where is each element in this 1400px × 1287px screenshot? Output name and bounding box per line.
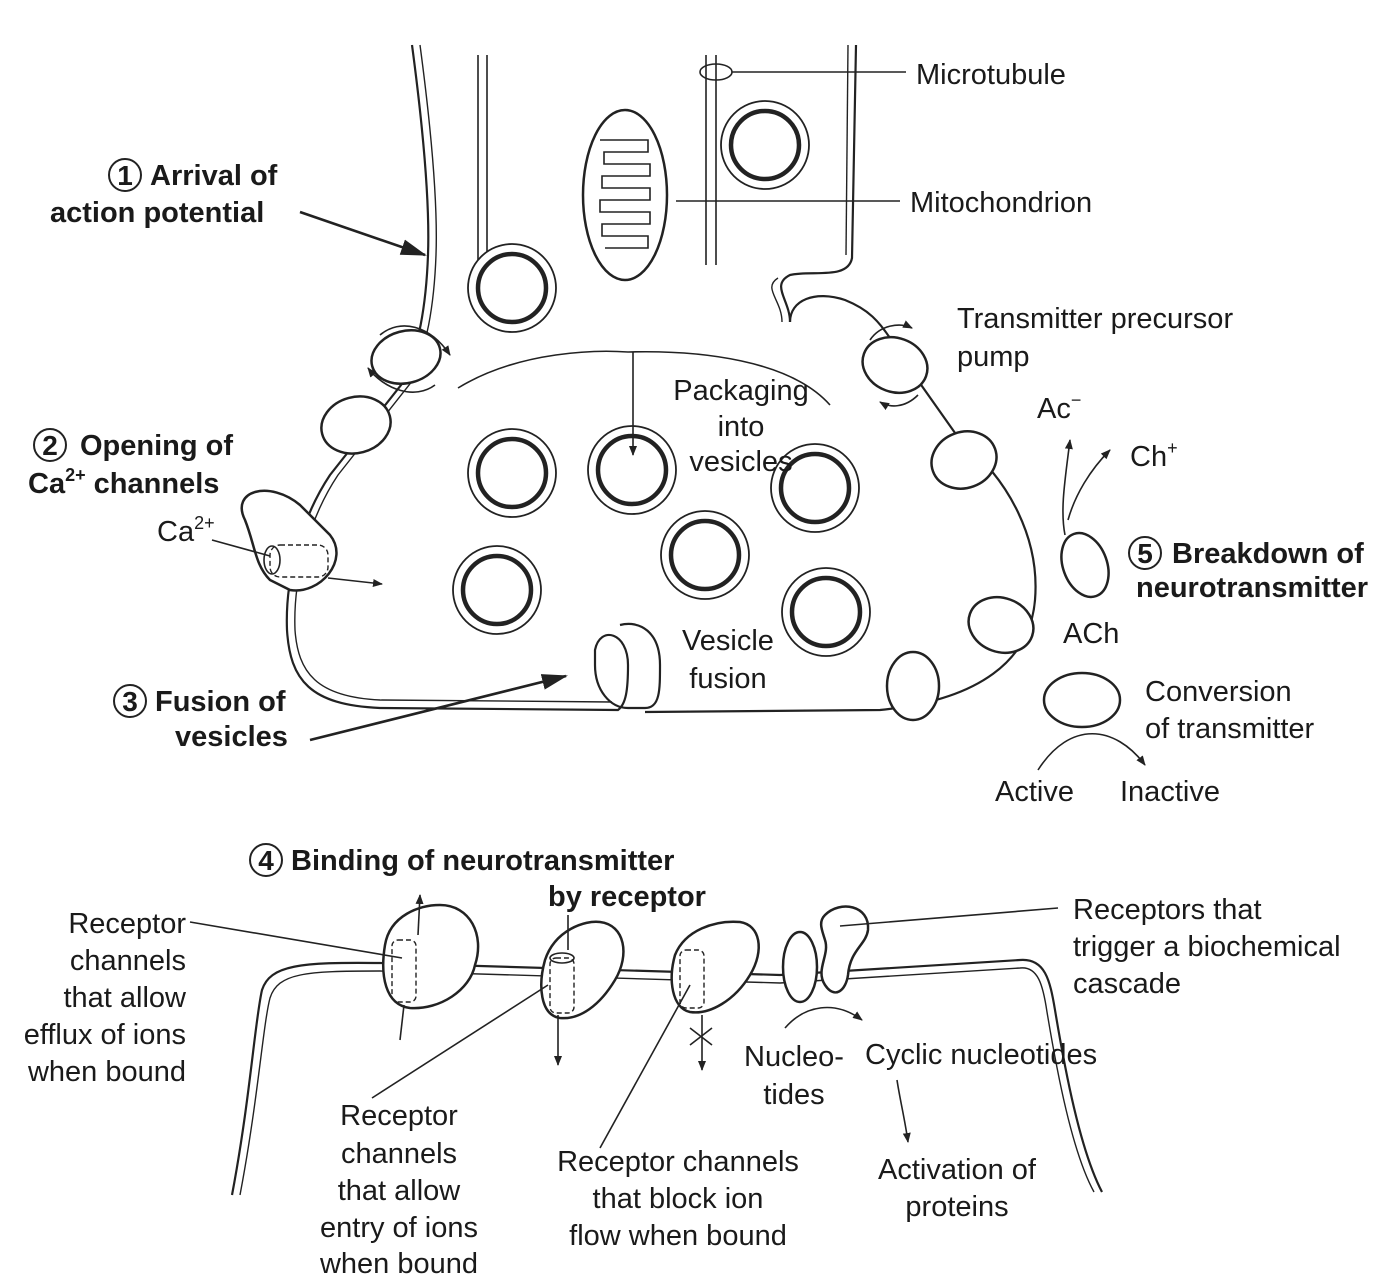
step1-title: Arrival of	[150, 160, 278, 192]
active-label: Active	[995, 776, 1074, 808]
receptor-cascade	[781, 905, 911, 1143]
step1-arrow	[299, 210, 427, 257]
ach-breakdown	[1037, 439, 1146, 771]
transmitter-molecule	[1042, 671, 1122, 729]
receptor-block	[670, 920, 760, 1071]
membrane-protein	[967, 595, 1035, 655]
vesicle	[720, 100, 810, 190]
membrane-protein	[930, 430, 998, 490]
cascade-label-line1: Receptors that	[1073, 894, 1262, 926]
efflux-leader	[189, 921, 403, 959]
step4-title: Binding of neurotransmitter	[291, 845, 674, 877]
vesicle	[452, 545, 542, 635]
cascade-label-line2: trigger a biochemical	[1073, 931, 1341, 963]
calcium-ion-label: Ca2+	[157, 513, 215, 548]
membrane-protein	[320, 395, 392, 455]
step5-subtitle: neurotransmitter	[1136, 572, 1368, 604]
transport-protein	[370, 329, 442, 385]
synaptic-vesicles	[452, 100, 871, 657]
packaging-label-line2: into	[718, 411, 765, 443]
presynaptic-proteins	[320, 320, 1035, 722]
calcium-channel	[240, 489, 383, 592]
transmitter-precursor-pump	[861, 335, 929, 395]
entry-label-line4: entry of ions	[320, 1212, 478, 1244]
step5-marker: 5	[1128, 536, 1162, 570]
activation-label-line1: Activation of	[878, 1154, 1037, 1186]
vesicle	[467, 428, 557, 518]
efflux-label-line4: efflux of ions	[24, 1019, 186, 1051]
step5-title: Breakdown of	[1172, 538, 1364, 570]
entry-label-line1: Receptor	[340, 1100, 458, 1132]
pump-label-line2: pump	[957, 341, 1030, 373]
packaging-label-line3: vesicles	[689, 446, 792, 478]
step5-number: 5	[1137, 538, 1153, 569]
step1-number: 1	[117, 160, 133, 191]
vesicle	[660, 510, 750, 600]
postsynaptic-membrane	[230, 958, 1103, 1196]
entry-leader	[371, 984, 549, 1099]
g-protein	[781, 930, 819, 1004]
choline-label: Ch+	[1130, 438, 1178, 473]
block-leader	[599, 984, 691, 1149]
entry-label-line3: that allow	[338, 1175, 462, 1207]
step2-subtitle: Ca2+ channels	[28, 465, 219, 500]
step2-number: 2	[42, 430, 58, 461]
receptor-efflux	[382, 894, 480, 1041]
pump-label-line1: Transmitter precursor	[957, 303, 1233, 335]
step3-number: 3	[122, 686, 138, 717]
step3-marker: 3	[113, 684, 147, 718]
efflux-label-line1: Receptor	[68, 908, 186, 940]
step3-subtitle: vesicles	[175, 721, 288, 753]
activation-label-line2: proteins	[905, 1191, 1008, 1223]
entry-label-line5: when bound	[319, 1248, 478, 1280]
packaging-arrow	[457, 350, 831, 456]
receptor-entry	[540, 915, 625, 1066]
nucleotides-label-line1: Nucleo-	[744, 1041, 844, 1073]
entry-label-line2: channels	[341, 1138, 457, 1170]
step3-title: Fusion of	[155, 686, 286, 718]
ach-molecule	[1060, 531, 1110, 599]
inactive-label: Inactive	[1120, 776, 1220, 808]
microtubules	[477, 55, 733, 265]
mitochondrion	[581, 108, 669, 282]
mitochondrion-label: Mitochondrion	[910, 187, 1092, 219]
conversion-label-line1: Conversion	[1145, 676, 1292, 708]
vesicle-fusion-label-line1: Vesicle	[682, 625, 774, 657]
block-label-line1: Receptor channels	[557, 1146, 799, 1178]
microtubule-label: Microtubule	[916, 59, 1066, 91]
cyclic-nucleotides-label: Cyclic nucleotides	[865, 1039, 1097, 1071]
conversion-label-line2: of transmitter	[1145, 713, 1315, 745]
vesicle	[587, 425, 677, 515]
membrane-protein	[885, 650, 941, 722]
ach-label: ACh	[1063, 618, 1119, 650]
efflux-label-line2: channels	[70, 945, 186, 977]
step4-marker: 4	[249, 843, 283, 877]
vesicle-fusion-label-line2: fusion	[689, 663, 766, 695]
step1-subtitle: action potential	[50, 197, 264, 229]
packaging-label-line1: Packaging	[673, 375, 808, 407]
efflux-label-line5: when bound	[27, 1056, 186, 1088]
cascade-leader	[839, 907, 1059, 927]
step2-marker: 2	[33, 428, 67, 462]
vesicle	[467, 243, 557, 333]
acetate-label: Ac−	[1037, 390, 1081, 425]
step4-number: 4	[258, 845, 274, 876]
step4-subtitle: by receptor	[548, 881, 706, 913]
step2-title: Opening of	[80, 430, 233, 462]
vesicle	[781, 567, 871, 657]
block-label-line2: that block ion	[593, 1183, 764, 1215]
cascade-label-line3: cascade	[1073, 968, 1181, 1000]
efflux-label-line3: that allow	[63, 982, 187, 1014]
step1-marker: 1	[108, 158, 142, 192]
calcium-leader	[211, 539, 271, 557]
vesicle	[770, 443, 860, 533]
nucleotides-label-line2: tides	[763, 1079, 824, 1111]
presynaptic-membrane	[285, 44, 1037, 714]
block-label-line3: flow when bound	[569, 1220, 787, 1252]
step3-arrow	[309, 674, 568, 742]
